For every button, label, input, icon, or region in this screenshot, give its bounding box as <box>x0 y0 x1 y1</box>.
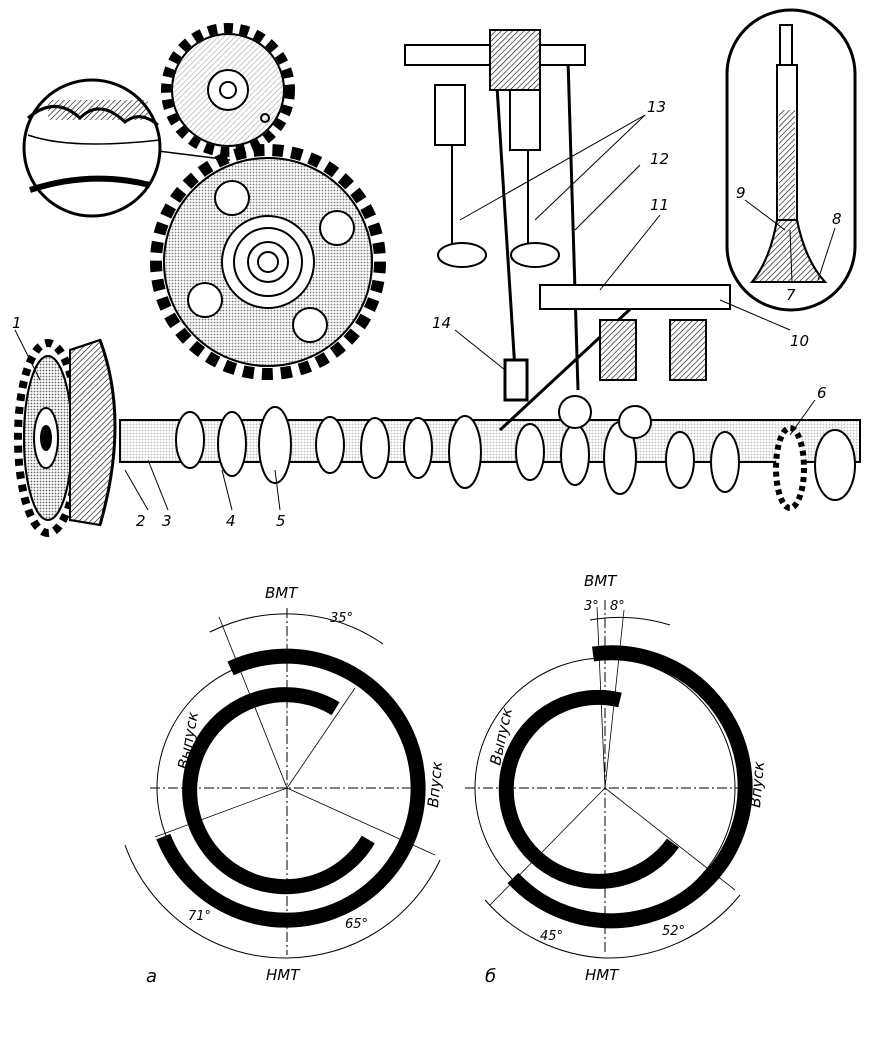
bmt-label-b: ВМТ <box>584 572 618 590</box>
small-gear <box>161 23 295 157</box>
angle-35: 35° <box>330 611 353 626</box>
mechanism-illustration <box>14 8 861 537</box>
callout-3: 3 <box>162 512 172 530</box>
angle-8: 8° <box>610 599 625 614</box>
diagram-b-letter: б <box>485 966 496 987</box>
callout-2: 2 <box>136 512 146 530</box>
intake-label-a: Впуск <box>424 761 446 809</box>
callout-12: 12 <box>650 150 669 168</box>
callout-4: 4 <box>226 512 236 530</box>
angle-65: 65° <box>345 917 368 932</box>
callout-13: 13 <box>647 98 666 116</box>
exhaust-arc-a <box>182 687 375 895</box>
callout-1: 1 <box>12 314 22 332</box>
exhaust-arc-b <box>498 689 680 889</box>
angle-45: 45° <box>540 929 563 944</box>
detail-magnifier <box>22 78 231 218</box>
intake-arc-a <box>156 648 426 928</box>
callout-labels: 1 2 3 4 5 6 7 8 9 10 11 12 13 14 <box>12 98 842 530</box>
rocker-arm-lower <box>539 284 731 439</box>
large-gear <box>150 144 386 380</box>
nmt-label-b: НМТ <box>585 966 620 984</box>
bmt-label-a: ВМТ <box>265 584 299 602</box>
intake-arc-b <box>507 645 753 929</box>
rocker-arm-upper <box>404 29 586 268</box>
callout-9: 9 <box>736 184 746 202</box>
callout-14: 14 <box>432 314 451 332</box>
timing-diagram-b: ВМТ 3° 8° Выпуск Впуск 45° 52° НМТ б <box>465 572 768 987</box>
helical-gear <box>69 338 117 527</box>
callout-5: 5 <box>276 512 286 530</box>
angle-71: 71° <box>188 909 211 924</box>
callout-6: 6 <box>817 384 827 402</box>
leader-lines <box>14 114 836 511</box>
callout-7: 7 <box>786 286 796 304</box>
angle-52: 52° <box>662 924 685 939</box>
intake-label-b: Впуск <box>746 761 768 809</box>
nmt-label-a: НМТ <box>266 966 301 984</box>
callout-11: 11 <box>650 196 669 214</box>
push-rods <box>493 54 642 432</box>
angle-3: 3° <box>584 599 599 614</box>
callout-8: 8 <box>832 210 842 228</box>
callout-10: 10 <box>790 332 809 350</box>
diagram-a-letter: а <box>146 966 157 987</box>
camshaft <box>119 406 861 511</box>
valve-inset <box>725 8 857 312</box>
timing-diagram-a: ВМТ 35° Выпуск Впуск 71° 65° НМТ а <box>124 584 446 987</box>
